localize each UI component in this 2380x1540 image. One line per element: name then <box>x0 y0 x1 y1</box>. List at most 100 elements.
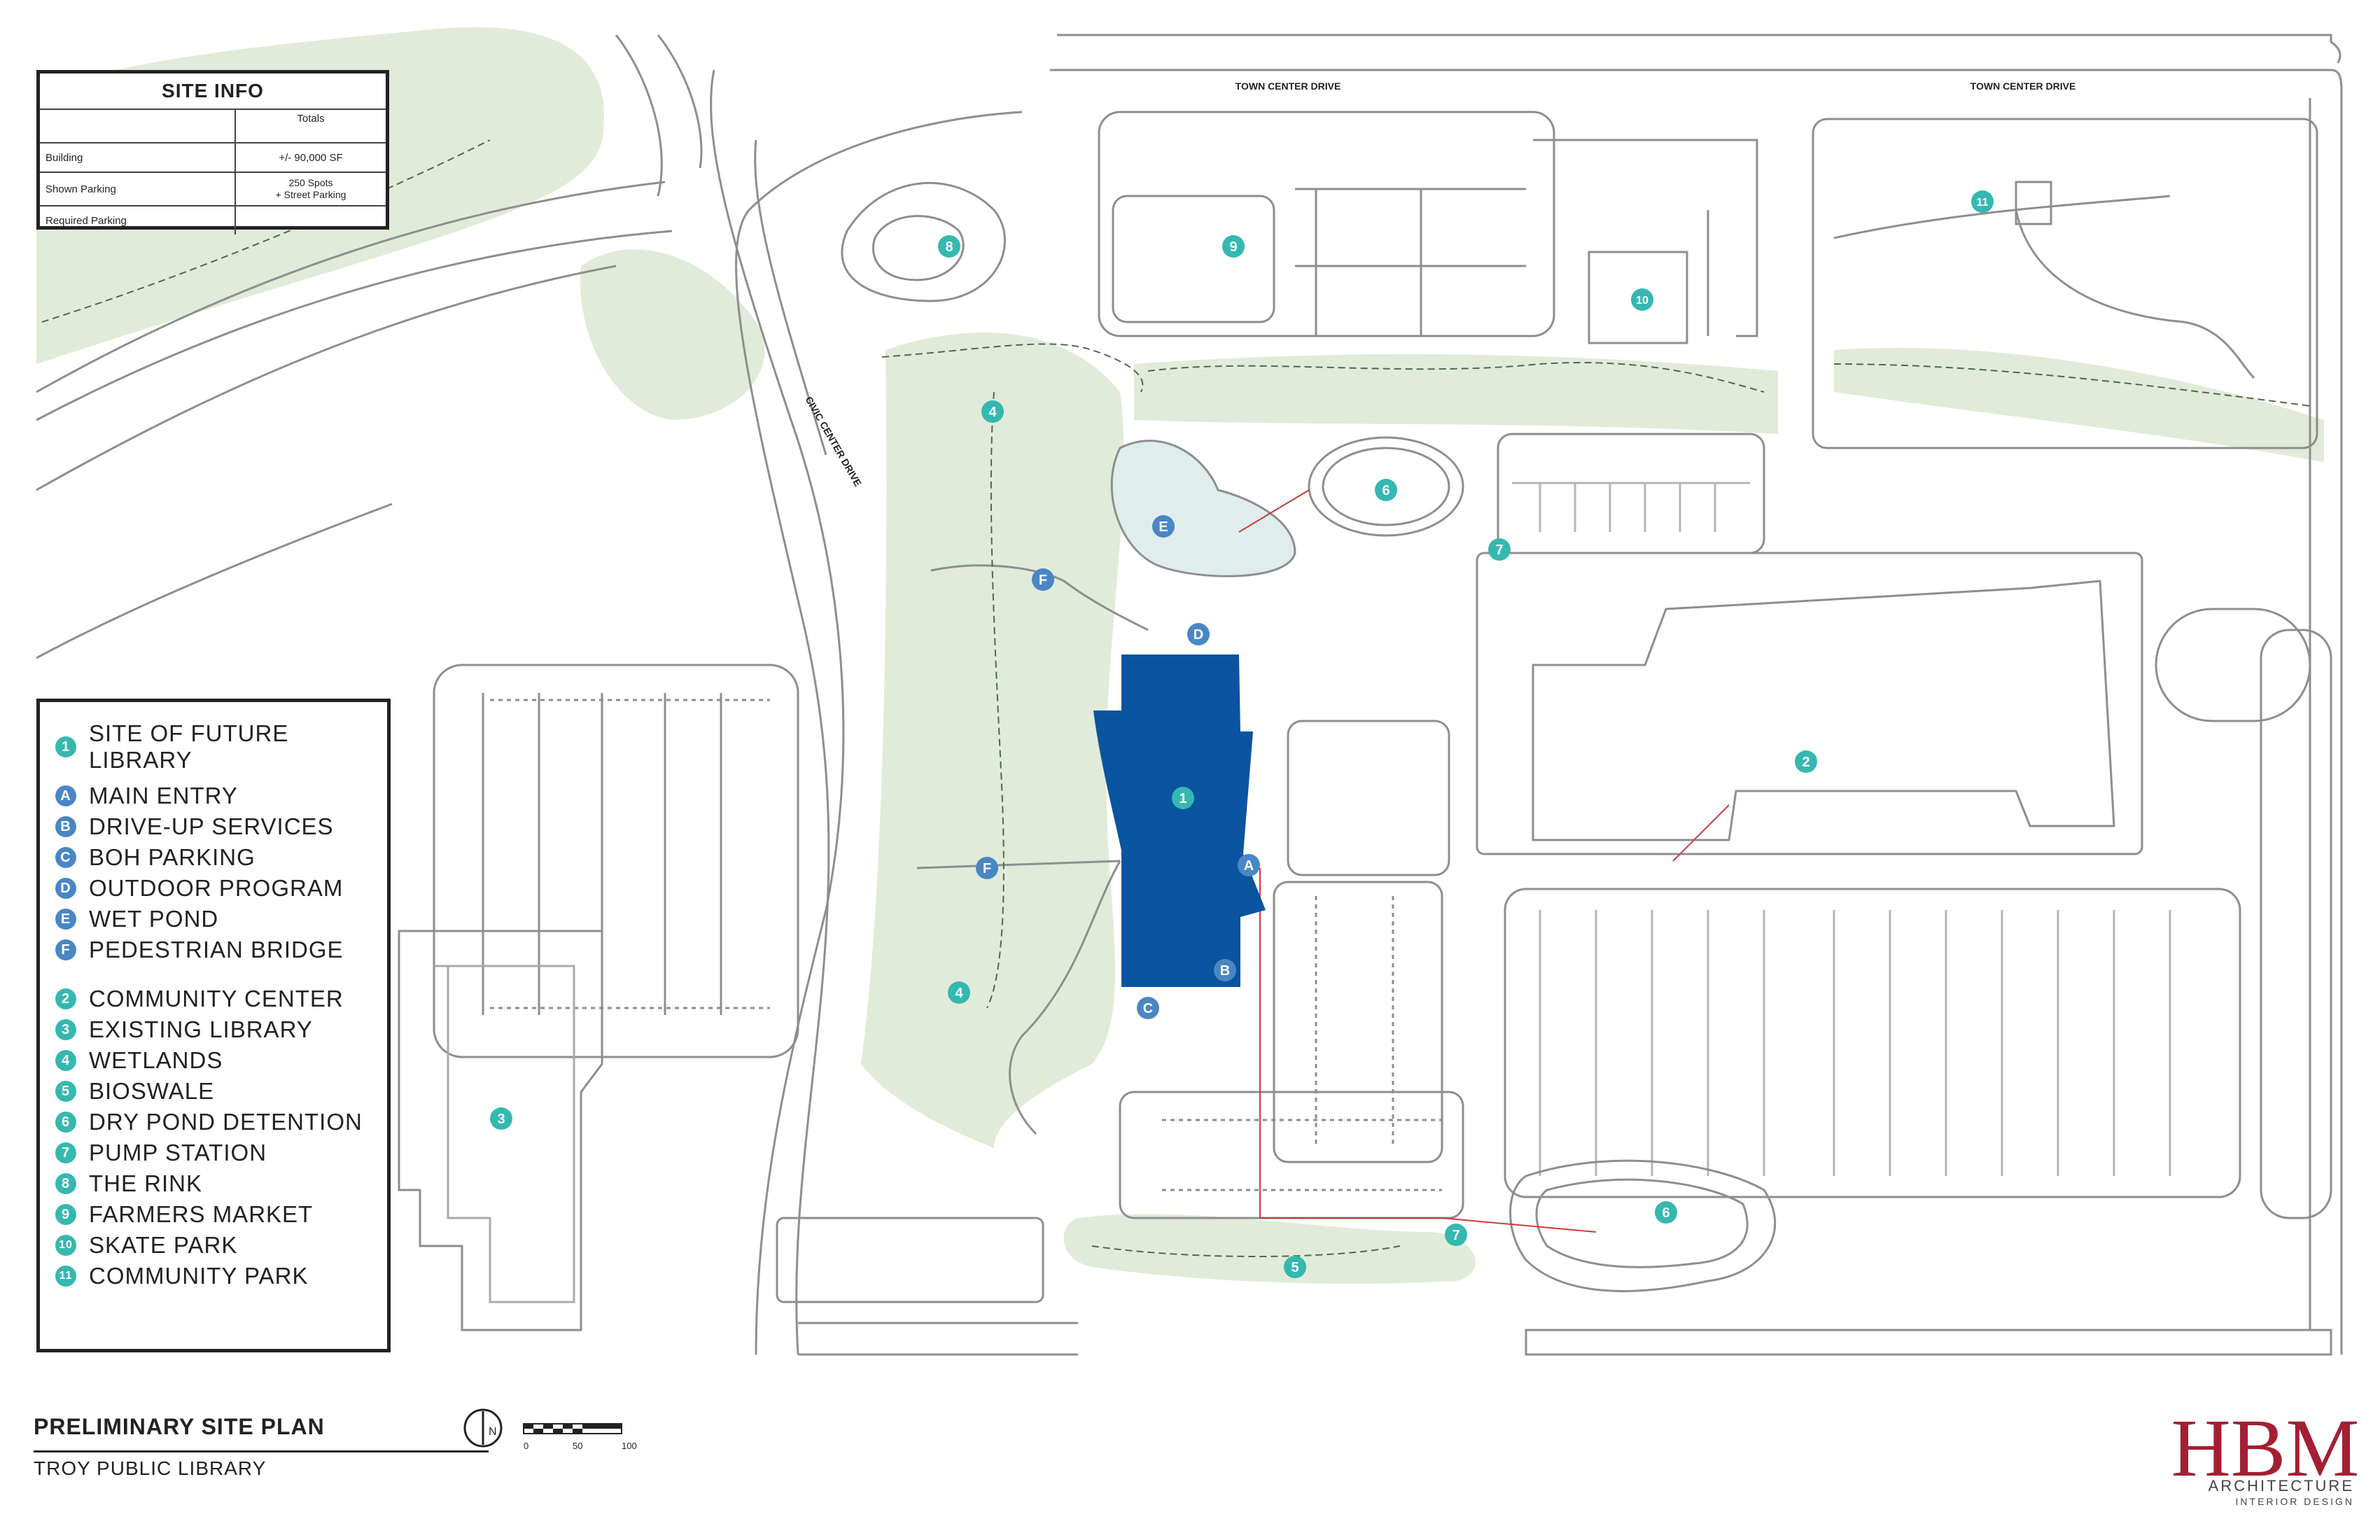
svg-text:3: 3 <box>497 1112 505 1127</box>
street-label-town-center-1: TOWN CENTER DRIVE <box>1236 80 1341 92</box>
legend-item: 11 COMMUNITY PARK <box>55 1261 387 1292</box>
legend-marker: 10 <box>55 1235 76 1256</box>
site-info-title: SITE INFO <box>40 74 386 110</box>
marker-9: 9 <box>1222 235 1245 258</box>
site-info-value: +/- 90,000 SF <box>279 151 343 164</box>
marker-4a: 4 <box>981 400 1004 423</box>
marker-6b: 6 <box>1655 1201 1677 1224</box>
site-info-header-row: Totals <box>40 110 386 144</box>
legend-item: 3 EXISTING LIBRARY <box>55 1014 387 1045</box>
marker-Fa: F <box>1032 568 1054 591</box>
site-info-value <box>236 206 386 234</box>
site-info-label: Required Parking <box>40 206 236 234</box>
legend-marker: 6 <box>55 1112 76 1133</box>
wet-pond <box>1110 440 1296 578</box>
legend-item: F PEDESTRIAN BRIDGE <box>55 934 387 965</box>
legend-item: 2 COMMUNITY CENTER <box>55 983 387 1014</box>
legend-marker: 7 <box>55 1142 76 1163</box>
svg-text:7: 7 <box>1495 542 1503 558</box>
svg-text:11: 11 <box>1977 197 1989 209</box>
hbm-logo: HBM ARCHITECTURE INTERIOR DESIGN <box>2174 1406 2357 1507</box>
marker-3: 3 <box>490 1107 512 1130</box>
svg-text:B: B <box>1220 963 1230 979</box>
legend-marker: C <box>55 847 76 868</box>
site-info-table: SITE INFO Totals Building +/- 90,000 SF … <box>36 70 389 234</box>
legend-marker: 5 <box>55 1081 76 1102</box>
site-info-header: Totals <box>297 113 325 125</box>
svg-text:E: E <box>1158 519 1168 535</box>
street-label-town-center-2: TOWN CENTER DRIVE <box>1970 80 2076 92</box>
legend-marker: D <box>55 878 76 899</box>
rink-outline <box>841 181 1006 302</box>
marker-10: 10 <box>1631 288 1653 311</box>
legend-item: 8 THE RINK <box>55 1168 387 1199</box>
site-info-row: Building +/- 90,000 SF <box>40 144 386 173</box>
svg-text:4: 4 <box>955 986 963 1001</box>
legend-marker: 8 <box>55 1173 76 1194</box>
marker-7a: 7 <box>1488 538 1511 561</box>
svg-text:A: A <box>1244 858 1254 874</box>
legend-marker: 11 <box>55 1266 76 1287</box>
existing-library-outline <box>398 930 603 1331</box>
svg-text:HBM: HBM <box>2174 1406 2357 1494</box>
future-library-building <box>1093 654 1266 987</box>
svg-text:N: N <box>489 1426 497 1438</box>
svg-text:50: 50 <box>573 1441 582 1451</box>
marker-8: 8 <box>938 235 960 258</box>
marker-11: 11 <box>1971 190 1994 213</box>
legend-label: PUMP STATION <box>89 1140 267 1166</box>
title-divider <box>34 1450 489 1452</box>
legend-label: THE RINK <box>89 1170 203 1196</box>
svg-text:6: 6 <box>1662 1205 1670 1221</box>
svg-text:5: 5 <box>1291 1260 1298 1275</box>
svg-text:6: 6 <box>1382 483 1390 498</box>
svg-text:9: 9 <box>1229 239 1237 255</box>
svg-text:C: C <box>1143 1001 1153 1016</box>
utility-lines <box>1238 489 1730 1233</box>
legend-marker: F <box>55 939 76 960</box>
north-arrow-icon: N <box>463 1408 503 1448</box>
legend-item: C BOH PARKING <box>55 842 387 873</box>
svg-text:2: 2 <box>1802 755 1809 770</box>
site-info-label: Shown Parking <box>40 173 236 205</box>
marker-1: 1 <box>1172 787 1194 809</box>
legend-marker: A <box>55 785 76 806</box>
svg-text:F: F <box>1039 573 1047 588</box>
svg-text:D: D <box>1194 627 1203 643</box>
marker-A: A <box>1238 854 1260 876</box>
legend-label: PEDESTRIAN BRIDGE <box>89 937 344 962</box>
legend-label: WET POND <box>89 906 219 932</box>
marker-C: C <box>1137 997 1159 1019</box>
legend-label: BIOSWALE <box>89 1078 215 1104</box>
legend-label: COMMUNITY CENTER <box>89 986 344 1011</box>
legend-label: DRY POND DETENTION <box>89 1109 363 1135</box>
legend-marker: 3 <box>55 1019 76 1040</box>
legend-label: COMMUNITY PARK <box>89 1263 309 1289</box>
svg-text:7: 7 <box>1452 1228 1460 1243</box>
legend-marker: 2 <box>55 988 76 1009</box>
plan-subtitle: TROY PUBLIC LIBRARY <box>34 1457 267 1479</box>
marker-E: E <box>1152 515 1175 538</box>
marker-D: D <box>1187 623 1210 645</box>
svg-text:1: 1 <box>1179 791 1186 806</box>
svg-text:INTERIOR DESIGN: INTERIOR DESIGN <box>2236 1496 2354 1507</box>
legend-label: BOH PARKING <box>89 844 255 870</box>
marker-5: 5 <box>1284 1256 1306 1278</box>
plan-title: PRELIMINARY SITE PLAN <box>34 1414 325 1439</box>
legend-label: EXISTING LIBRARY <box>89 1016 313 1042</box>
svg-text:8: 8 <box>945 239 953 255</box>
street-label-civic-center: CIVIC CENTER DRIVE <box>803 395 864 489</box>
legend-label: DRIVE-UP SERVICES <box>89 813 334 839</box>
community-center-outline <box>1532 580 2115 841</box>
wetland-edges <box>41 139 2311 1257</box>
legend-item: 6 DRY POND DETENTION <box>55 1107 387 1138</box>
legend-marker: B <box>55 816 76 837</box>
scale-bar: 0 50 100 <box>523 1423 637 1451</box>
